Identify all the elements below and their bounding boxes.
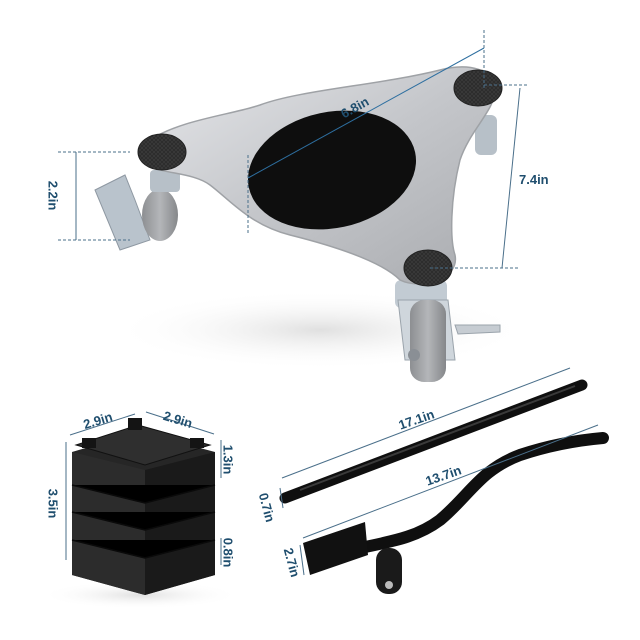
caster-right-back bbox=[475, 115, 497, 155]
dolly-depth-label: 7.4in bbox=[519, 172, 549, 187]
foot-pad-back bbox=[453, 69, 503, 107]
furniture-riser-stack bbox=[40, 418, 240, 609]
riser-top-height-label: 1.3in bbox=[220, 444, 236, 475]
riser-dimension-lines bbox=[65, 411, 222, 565]
lever-bar-curved bbox=[303, 432, 609, 594]
caster-front bbox=[395, 280, 501, 382]
caster-left bbox=[94, 170, 180, 251]
lever-dimension-lines bbox=[279, 367, 599, 576]
riser-layer-height-label: 0.8in bbox=[220, 537, 236, 568]
lever-bar-straight bbox=[279, 379, 588, 504]
foot-pad-front bbox=[403, 249, 453, 287]
riser-total-height-label: 3.5in bbox=[45, 488, 61, 519]
dolly-dimension-lines bbox=[58, 30, 528, 269]
center-rubber-pad bbox=[247, 110, 417, 230]
tri-dolly bbox=[94, 66, 530, 382]
dolly-height-label: 2.2in bbox=[45, 180, 61, 211]
foot-pad-left bbox=[137, 133, 187, 171]
